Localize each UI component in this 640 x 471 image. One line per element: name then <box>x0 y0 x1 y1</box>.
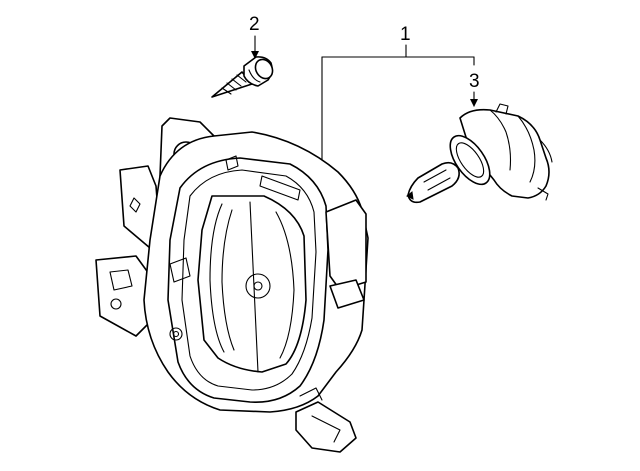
fog-lamp-housing-part <box>95 117 369 453</box>
callout-label-1: 1 <box>400 24 411 45</box>
callout-label-2: 2 <box>249 14 260 35</box>
screw-part <box>211 56 274 98</box>
callout-label-3: 3 <box>469 71 480 92</box>
bulb-part <box>406 103 553 204</box>
leader-line-1 <box>318 44 475 173</box>
